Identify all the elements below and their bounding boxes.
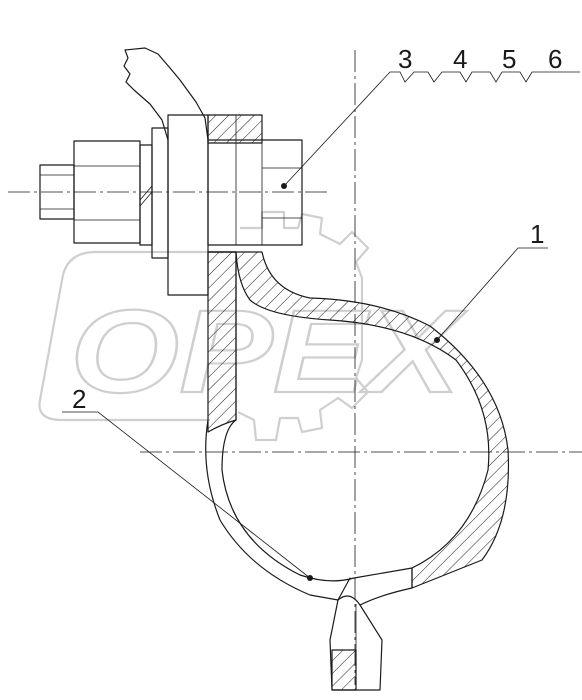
- leader-3-6: [283, 71, 580, 187]
- callout-2: 2: [72, 384, 86, 414]
- callout-1: 1: [530, 219, 544, 249]
- bottom-tab: [329, 595, 383, 691]
- callout-3: 3: [398, 44, 412, 74]
- callout-6: 6: [548, 44, 562, 74]
- leaders: [62, 71, 580, 581]
- callout-dot-3: [281, 183, 287, 189]
- callout-labels: 3 4 5 6 1 2: [72, 44, 562, 414]
- mounting-plate: [167, 114, 209, 296]
- upper-bracket-arm: [123, 47, 209, 141]
- clamp-part-2: [207, 251, 413, 606]
- callout-4: 4: [453, 44, 467, 74]
- spring-washer: [139, 144, 153, 246]
- callout-5: 5: [502, 44, 516, 74]
- flat-washer: [151, 127, 169, 259]
- bottom-tab-section: [331, 649, 357, 691]
- callout-dot-1: [434, 337, 440, 343]
- bracket-end-section: [207, 114, 263, 144]
- bolt-assembly: [39, 114, 303, 296]
- leader-2: [62, 411, 311, 579]
- leader-1: [436, 247, 548, 341]
- watermark-gear-icon: [237, 210, 370, 442]
- bolt-shank: [207, 139, 303, 246]
- clamp-part-2-outer: [205, 419, 351, 601]
- callout-dot-2: [307, 575, 313, 581]
- clamp-part-2-section: [207, 251, 237, 433]
